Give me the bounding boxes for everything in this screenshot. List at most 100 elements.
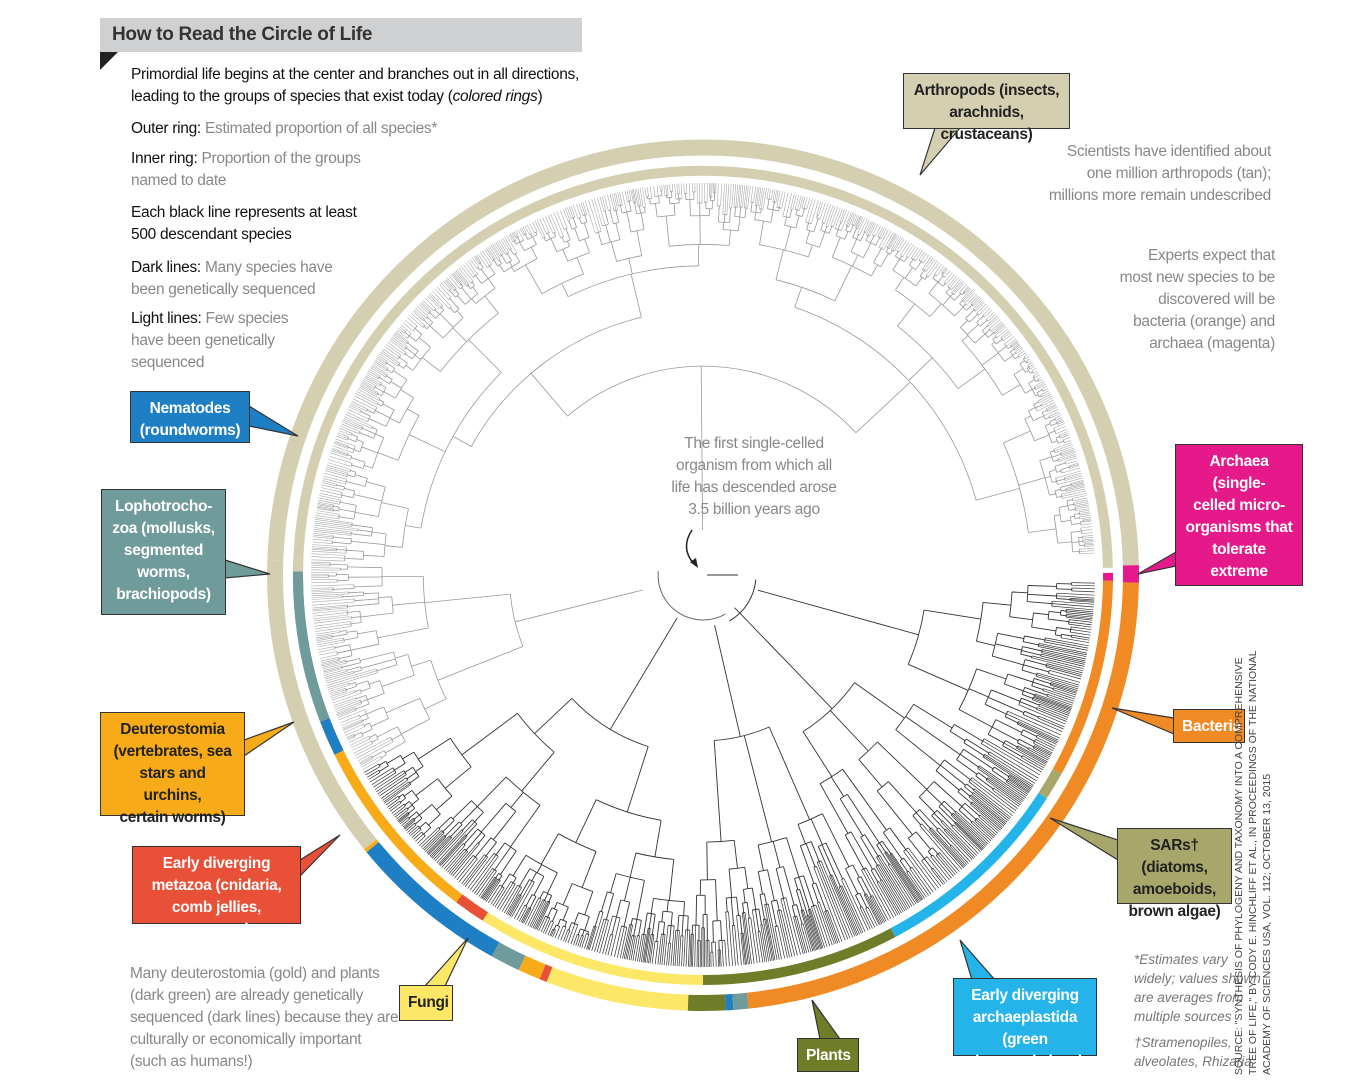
annotation-line: (dark green) are already genetically [130, 987, 364, 1004]
ring-plants [687, 994, 726, 1011]
annotation-line: The first single-celled [684, 435, 824, 452]
label-archaea-line: Archaea (single- [1209, 453, 1269, 492]
legend-inner-ring-2: named to date [131, 172, 227, 189]
annotation-line: discovered will be [1158, 291, 1275, 308]
label-metazoa: Early diverging metazoa (cnidaria, comb je… [132, 846, 301, 938]
source-line-3: ACADEMY OF SCIENCES USA, VOL. 112; OCTOB… [1261, 773, 1273, 1075]
center-arrow [685, 529, 698, 568]
legend-inner-ring: Inner ring: Proportion of the groups [131, 150, 361, 167]
annotation-line: sequenced (dark lines) because they are [130, 1009, 399, 1026]
source-line-2: TREE OF LIFE," BY CODY E. HINCHLIFF ET A… [1247, 650, 1259, 1075]
leader-fungi [423, 937, 469, 987]
leader-nematodes [248, 404, 299, 437]
footnote-line: *Estimates vary [1134, 952, 1228, 967]
ring-lophotrochozoa [491, 942, 526, 971]
label-arthropods-line: arachnids, crustaceans) [940, 104, 1033, 143]
label-archaea-line: celled micro- [1193, 497, 1285, 514]
label-metazoa-line: comb jellies, sponges) [171, 899, 262, 938]
title-corner-triangle [100, 52, 118, 70]
annotation-line: bacteria (orange) and [1133, 313, 1275, 330]
ring-lophotrochozoa [292, 571, 330, 722]
ring-deuterostomia [518, 955, 546, 980]
footnote-line: widely; values shown [1134, 971, 1261, 986]
legend-light-lines-2: have been genetically [131, 332, 275, 349]
ring-bacteria [1052, 580, 1113, 774]
footnote-line: are averages from [1134, 990, 1244, 1005]
label-archaea-line: conditions) [1198, 585, 1280, 602]
ring-fungi [546, 967, 689, 1011]
label-archaea-line: organisms that [1185, 519, 1293, 536]
leader-lophotrochozoa [224, 559, 271, 579]
label-sars-line: SARs† (diatoms, [1141, 837, 1208, 876]
leader-deuterostomia [243, 721, 295, 758]
annotation-line: life has descended arose [671, 479, 837, 496]
label-nematodes: Nematodes (roundworms) [130, 391, 250, 443]
label-nematodes-line: Nematodes [149, 400, 231, 417]
rings [267, 139, 1140, 1011]
label-bacteria-line: Bacteria [1182, 718, 1241, 735]
label-sars-line: amoeboids, [1132, 881, 1217, 898]
legend-dark-lines-2: been genetically sequenced [131, 281, 316, 298]
label-deuterostomia-line: (vertebrates, sea [113, 743, 232, 760]
label-fungi: Fungi [399, 985, 453, 1021]
ring-lophotrochozoa [732, 992, 749, 1010]
legend-black-line-2: 500 descendant species [131, 226, 292, 243]
ring-nematodes [320, 718, 344, 755]
label-fungi-line: Fungi [408, 994, 449, 1011]
label-metazoa-line: metazoa (cnidaria, [151, 877, 282, 894]
annotation-line: 3.5 billion years ago [688, 501, 820, 518]
ring-sars [1038, 768, 1062, 799]
label-archaeplastida-line: Early diverging [971, 987, 1079, 1004]
label-nematodes-line: (roundworms) [139, 422, 241, 439]
label-metazoa-line: Early diverging [162, 855, 271, 872]
label-deuterostomia-line: Deuterostomia [120, 721, 225, 738]
label-deuterostomia-line: stars and urchins, [139, 765, 206, 804]
label-plants: Plants [797, 1038, 859, 1072]
legend-dark-lines: Dark lines: Many species have [131, 259, 333, 276]
label-archaea-line: tolerate extreme [1210, 541, 1268, 580]
annotation-line: (such as humans!) [130, 1053, 253, 1070]
footnote-line: †Stramenopiles, [1134, 1035, 1232, 1050]
footnote-line: multiple sources [1134, 1009, 1232, 1024]
leader-sars [1049, 817, 1119, 862]
label-bacteria: Bacteria [1173, 709, 1245, 743]
label-lophotrochozoa-line: Lophotrocho- [114, 498, 213, 515]
source-line-1: SOURCE: "SYNTHESIS OF PHYLOGENY AND TAXO… [1233, 657, 1245, 1075]
ring-bacteria [746, 582, 1139, 1009]
annotation-line: archaea (magenta) [1149, 335, 1275, 352]
ring-arthropods [267, 139, 1139, 566]
annotation-line: Many deuterostomia (gold) and plants [130, 965, 380, 982]
label-arthropods: Arthropods (insects, arachnids, crustacea… [903, 73, 1070, 143]
annotation-line: most new species to be [1119, 269, 1276, 286]
legend-light-lines-3: sequenced [131, 354, 205, 371]
label-lophotrochozoa-line: worms, [137, 564, 190, 581]
ring-archaeplastida [890, 792, 1047, 938]
label-archaea: Archaea (single-celled micro-organisms t… [1175, 444, 1303, 602]
label-archaeplastida-line: algae, red algae) [966, 1053, 1084, 1070]
leader-archaea [1137, 550, 1177, 575]
label-deuterostomia-line: certain worms) [119, 809, 226, 826]
label-plants-line: Plants [806, 1047, 851, 1064]
ring-arthropods [267, 559, 377, 850]
label-arthropods-line: Arthropods (insects, [913, 82, 1060, 99]
legend-light-lines: Light lines: Few species [131, 310, 289, 327]
phylogenetic-tree [310, 182, 1095, 968]
ring-arthropods [293, 165, 1113, 569]
legend-intro-line-1: Primordial life begins at the center and… [131, 66, 579, 83]
leader-archaeplastida [959, 939, 997, 981]
ring-plants [702, 928, 896, 985]
label-lophotrochozoa-line: brachiopods) [116, 586, 211, 603]
leader-bacteria [1111, 707, 1175, 735]
annotation-line: organism from which all [676, 457, 832, 474]
page-title: How to Read the Circle of Life [112, 24, 373, 45]
title-bar: How to Read the Circle of Life [100, 18, 582, 52]
leader-plants [811, 999, 842, 1040]
annotation-line: one million arthropods (tan); [1086, 165, 1272, 182]
annotation-line: millions more remain undescribed [1048, 187, 1271, 204]
leader-lines [224, 127, 1177, 1040]
ring-deuterostomia [450, 890, 463, 903]
annotation-line: Experts expect that [1148, 247, 1275, 264]
